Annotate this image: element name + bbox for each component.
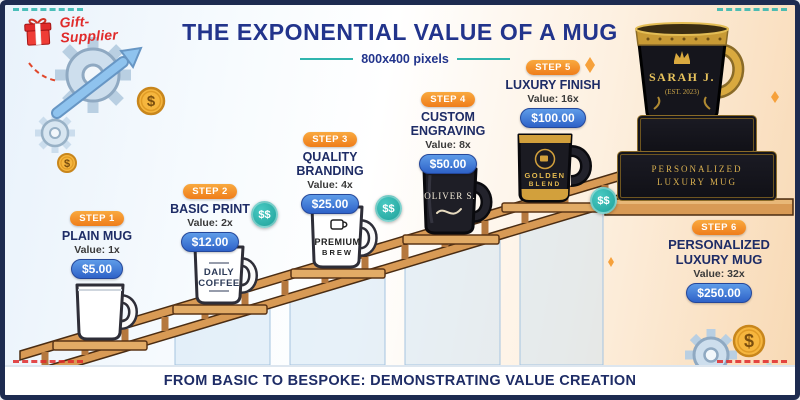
gift-icon (24, 18, 52, 46)
step-3-name: QUALITY BRANDING (296, 150, 364, 178)
step-5-badge: STEP 5 (526, 60, 580, 75)
coin-icon: $ (136, 86, 166, 116)
step-5: STEP 5 LUXURY FINISH Value: 16x $100.00 (495, 57, 611, 128)
svg-text:$: $ (147, 93, 156, 110)
brand-logo: Gift- Supplier (20, 10, 118, 49)
money-symbol: $$ (597, 194, 610, 207)
svg-text:BLEND: BLEND (529, 181, 561, 188)
step-1-value: Value: 1x (74, 244, 120, 256)
step-planks (52, 202, 601, 351)
svg-text:BREW: BREW (322, 248, 353, 257)
plain-mug (75, 283, 138, 341)
money-symbol: $$ (382, 202, 395, 215)
money-symbol: $$ (258, 208, 271, 221)
svg-text:GOLDEN: GOLDEN (524, 171, 565, 180)
step-6-price: $250.00 (686, 283, 752, 304)
svg-text:OLIVER S.: OLIVER S. (424, 191, 476, 201)
svg-text:PREMIUM: PREMIUM (315, 237, 361, 247)
footer-tagline: FROM BASIC TO BESPOKE: DEMONSTRATING VAL… (163, 373, 637, 389)
corner-accent (13, 8, 83, 11)
step-2-badge: STEP 2 (183, 184, 237, 199)
step-2: STEP 2 BASIC PRINT Value: 2x $12.00 (158, 181, 262, 252)
svg-text:SARAH J.: SARAH J. (649, 70, 715, 84)
subtitle-rule-right (456, 58, 511, 60)
box-label-line2: LUXURY MUG (657, 177, 737, 187)
money-icon: $$ (251, 201, 278, 228)
money-icon: $$ (590, 187, 617, 214)
quality-branding-mug: PREMIUM BREW (310, 205, 378, 269)
step-4-price: $50.00 (418, 154, 478, 174)
page-subtitle: 800x400 pixels (300, 52, 511, 66)
step-1: STEP 1 PLAIN MUG Value: 1x $5.00 (45, 208, 149, 279)
subtitle-text: 800x400 pixels (361, 52, 449, 66)
money-icon: $$ (375, 195, 402, 222)
step-5-value: Value: 16x (527, 93, 579, 105)
step-5-name: LUXURY FINISH (505, 78, 601, 92)
corner-accent (717, 8, 787, 11)
basic-print-mug: DAILY COFFEE (193, 245, 258, 305)
luxury-box-top (637, 115, 757, 155)
footer-bar: FROM BASIC TO BESPOKE: DEMONSTRATING VAL… (5, 365, 795, 395)
step-1-badge: STEP 1 (70, 211, 124, 226)
step-5-price: $100.00 (520, 108, 586, 128)
luxury-box-bottom: PERSONALIZED LUXURY MUG (617, 151, 777, 201)
svg-text:$: $ (744, 331, 754, 351)
step-1-price: $5.00 (70, 259, 124, 279)
step-1-name: PLAIN MUG (61, 229, 133, 243)
subtitle-rule-left (300, 58, 354, 60)
luxury-finish-mug: GOLDEN BLEND (517, 133, 592, 203)
coin-icon: $ (732, 324, 766, 358)
gear-icon-small (35, 113, 75, 153)
step-6: STEP 6 PERSONALIZED LUXURY MUG Value: 32… (650, 217, 788, 304)
step-2-price: $12.00 (180, 232, 240, 252)
step-3-badge: STEP 3 (303, 132, 357, 147)
step-4: STEP 4 CUSTOM ENGRAVING Value: 8x $50.00 (396, 89, 500, 174)
step-3-price: $25.00 (300, 194, 360, 214)
personalized-luxury-mug: SARAH J. (EST. 2023) (635, 22, 745, 122)
dashed-accent (28, 62, 60, 82)
svg-text:$: $ (64, 158, 70, 170)
corner-accent (717, 360, 787, 363)
brand-name-line2: Supplier (59, 26, 119, 46)
step-4-badge: STEP 4 (421, 92, 475, 107)
step-2-value: Value: 2x (187, 217, 233, 229)
svg-text:(EST. 2023): (EST. 2023) (665, 88, 700, 96)
step-4-value: Value: 8x (425, 139, 471, 151)
glass-panels (174, 208, 604, 366)
svg-text:COFFEE: COFFEE (198, 278, 240, 289)
page-title: THE EXPONENTIAL VALUE OF A MUG (182, 19, 618, 45)
growth-arrow-icon (51, 46, 143, 119)
coin-icon: $ (57, 153, 77, 173)
step-2-name: BASIC PRINT (170, 202, 250, 216)
corner-accent (13, 360, 83, 363)
custom-engraving-mug: OLIVER S. (422, 167, 493, 235)
step-3: STEP 3 QUALITY BRANDING Value: 4x $25.00 (278, 129, 382, 214)
top-platform (604, 198, 794, 216)
svg-text:DAILY: DAILY (204, 267, 234, 278)
sparkle-icon (585, 57, 779, 267)
step-6-name: PERSONALIZED LUXURY MUG (668, 237, 770, 267)
step-3-value: Value: 4x (307, 179, 353, 191)
step-6-badge: STEP 6 (692, 220, 746, 235)
step-4-name: CUSTOM ENGRAVING (410, 110, 486, 138)
box-label-line1: PERSONALIZED (651, 164, 743, 175)
step-6-value: Value: 32x (693, 268, 745, 281)
brand-name: Gift- Supplier (59, 13, 118, 45)
